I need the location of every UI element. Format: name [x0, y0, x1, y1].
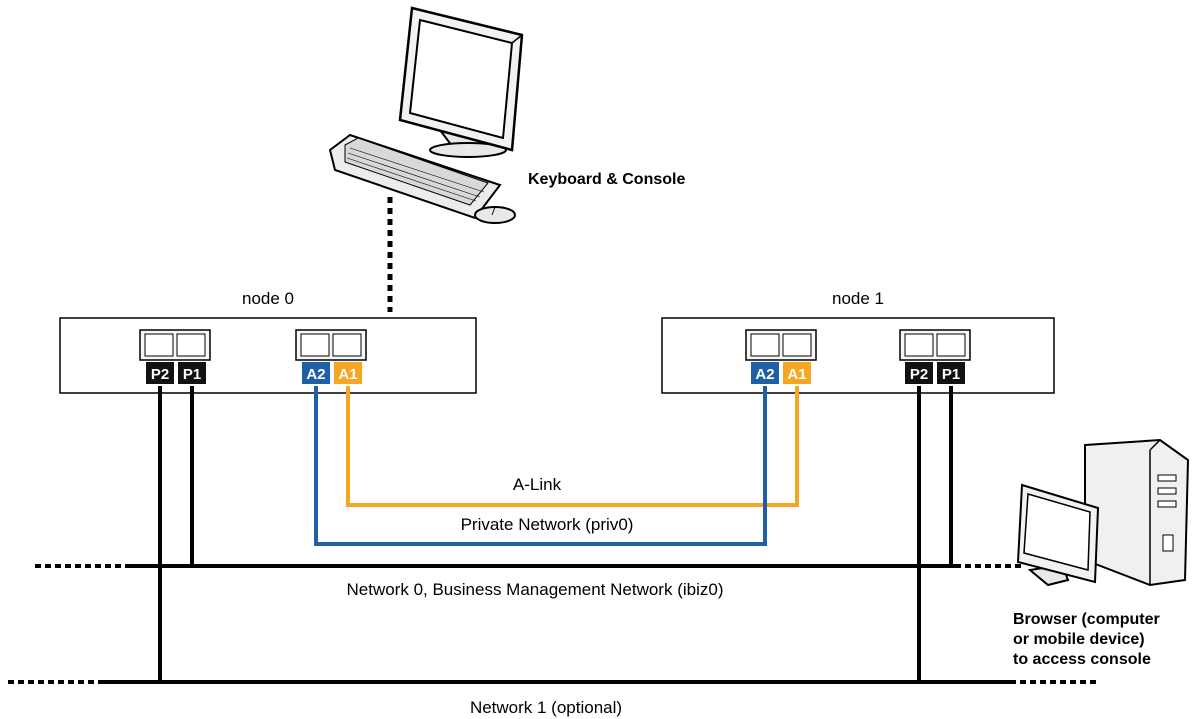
node1-port-p2-label: P2 [910, 366, 928, 383]
node1-box [661, 317, 1055, 394]
node1-label: node 1 [832, 289, 884, 308]
private-network-line [314, 386, 767, 546]
node0-port-p1 [178, 362, 206, 384]
monitor-icon [1016, 483, 1100, 587]
node0-port-p2 [146, 362, 174, 384]
node0-port-a1-label: A1 [338, 366, 357, 383]
network0-label: Network 0, Business Management Network (… [347, 580, 724, 599]
node0-port-a2 [302, 362, 330, 384]
node1-port-a2-label: A2 [755, 366, 774, 383]
browser-label-line3: to access console [1013, 651, 1151, 668]
node0-port-p1-label: P1 [183, 366, 201, 383]
node1-port-a1-label: A1 [787, 366, 806, 383]
desktop-monitor-icon [398, 6, 524, 158]
node1-port-a2 [751, 362, 779, 384]
network1-label: Network 1 (optional) [470, 698, 622, 717]
tower-pc-icon [1084, 438, 1190, 587]
node1-port-p2 [905, 362, 933, 384]
keyboard-console-label: Keyboard & Console [528, 171, 685, 188]
node1-port-a1 [783, 362, 811, 384]
node1-port-p1 [937, 362, 965, 384]
ethernet-port-icon [745, 329, 817, 361]
node0-port-a2-label: A2 [306, 366, 325, 383]
alink-line [346, 386, 799, 507]
mouse-icon [474, 206, 516, 224]
node0-label: node 0 [242, 289, 294, 308]
node1-port-p1-label: P1 [942, 366, 960, 383]
ethernet-port-icon [139, 329, 211, 361]
keyboard-icon [328, 133, 502, 220]
node0-port-p2-label: P2 [151, 366, 169, 383]
ethernet-port-icon [899, 329, 971, 361]
node0-port-a1 [334, 362, 362, 384]
private-network-label: Private Network (priv0) [461, 515, 634, 534]
ethernet-port-icon [295, 329, 367, 361]
browser-label-line1: Browser (computer [1013, 611, 1160, 628]
browser-label-line2: or mobile device) [1013, 631, 1145, 648]
alink-label: A-Link [513, 475, 562, 494]
node0-box [59, 317, 477, 394]
